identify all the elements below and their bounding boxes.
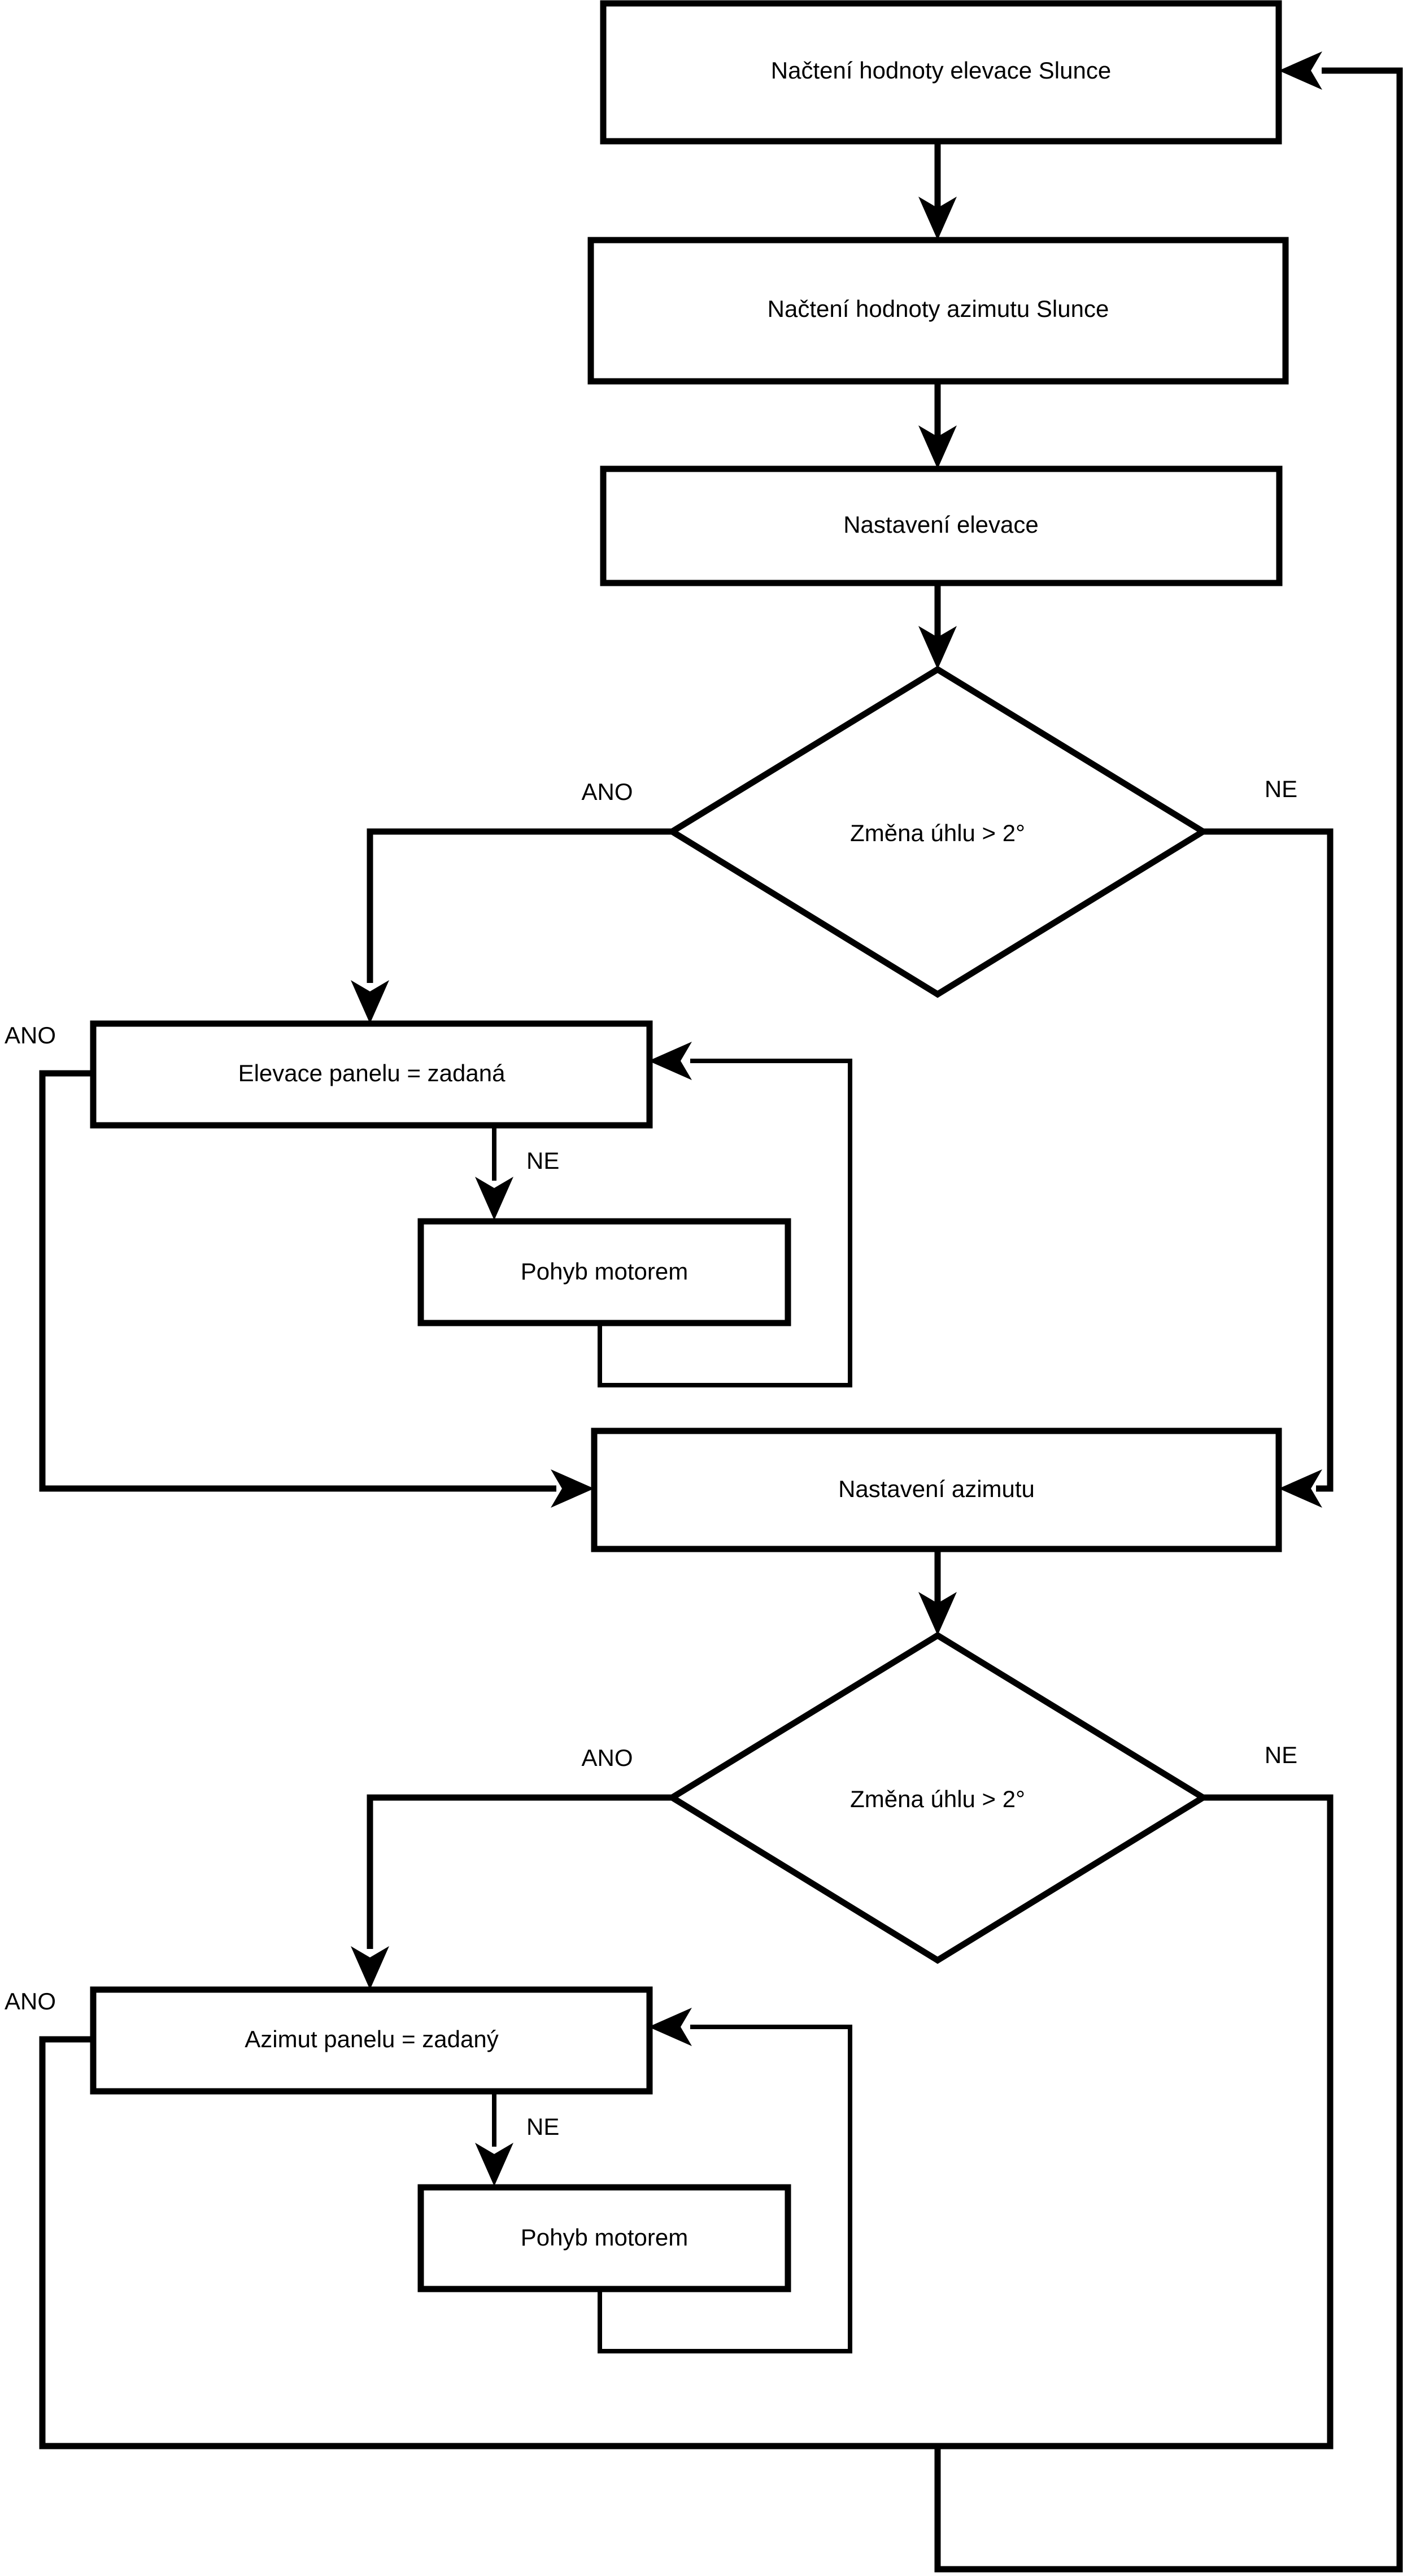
edge-decision-azimuth-yes-to-panel-azimuth <box>351 1794 672 1990</box>
edge-set-elevation-to-decision-elevation <box>918 583 957 669</box>
node-motor-move-elevation[interactable]: Pohyb motorem <box>417 1218 791 1326</box>
edge-label-panel-elevation-no: NE <box>526 1147 559 1174</box>
node-set-elevation[interactable]: Nastavení elevace <box>600 465 1283 586</box>
edge-bottom-return-rail-to-read-elevation <box>934 51 1403 2573</box>
edge-panel-azimuth-no-to-motor-azimuth <box>475 2091 513 2186</box>
node-panel-azimuth-equal-label: Azimut panelu = zadaný <box>245 2026 498 2052</box>
node-motor-move-azimuth-label: Pohyb motorem <box>521 2224 688 2251</box>
node-decision-azimuth-label: Změna úhlu > 2° <box>850 1786 1025 1812</box>
edge-label-decision-elevation-yes: ANO <box>581 778 633 805</box>
edge-panel-elevation-no-to-motor-elevation <box>475 1125 513 1220</box>
edge-read-azimuth-to-set-elevation <box>918 381 957 469</box>
edge-decision-elevation-yes-to-panel-elevation <box>351 828 672 1024</box>
node-set-elevation-label: Nastavení elevace <box>843 511 1039 538</box>
edge-motor-elevation-loopback <box>598 1042 852 1387</box>
edge-label-panel-azimuth-no: NE <box>526 2113 559 2140</box>
node-decision-elevation-label: Změna úhlu > 2° <box>850 820 1025 846</box>
node-set-azimuth[interactable]: Nastavení azimutu <box>591 1428 1282 1552</box>
edge-label-decision-azimuth-no: NE <box>1265 1742 1297 1768</box>
edge-label-panel-azimuth-yes: ANO <box>5 1988 56 2014</box>
edge-set-azimuth-to-decision-azimuth <box>918 1549 957 1635</box>
node-motor-move-elevation-label: Pohyb motorem <box>521 1258 688 1285</box>
node-read-azimuth-label: Načtení hodnoty azimutu Slunce <box>768 295 1109 322</box>
node-read-azimuth[interactable]: Načtení hodnoty azimutu Slunce <box>587 237 1289 385</box>
edge-label-decision-azimuth-yes: ANO <box>581 1744 633 1771</box>
node-set-azimuth-label: Nastavení azimutu <box>838 1476 1035 1502</box>
edge-read-elevation-to-read-azimuth <box>918 141 957 240</box>
edge-decision-elevation-no-to-set-azimuth <box>1203 828 1334 1508</box>
node-motor-move-azimuth[interactable]: Pohyb motorem <box>417 2184 791 2292</box>
node-decision-elevation[interactable]: Změna úhlu > 2° <box>666 665 1209 998</box>
node-panel-elevation-equal[interactable]: Elevace panelu = zadaná <box>90 1020 653 1129</box>
node-panel-elevation-equal-label: Elevace panelu = zadaná <box>238 1060 506 1086</box>
edge-motor-azimuth-loopback <box>598 2008 852 2353</box>
edge-panel-azimuth-yes-to-return-rail <box>39 2036 938 2449</box>
node-read-elevation[interactable]: Načtení hodnoty elevace Slunce <box>600 0 1282 145</box>
node-decision-azimuth[interactable]: Změna úhlu > 2° <box>666 1631 1209 1964</box>
node-read-elevation-label: Načtení hodnoty elevace Slunce <box>771 57 1111 84</box>
edge-label-decision-elevation-no: NE <box>1265 776 1297 802</box>
node-panel-azimuth-equal[interactable]: Azimut panelu = zadaný <box>90 1986 653 2095</box>
edge-label-panel-elevation-yes: ANO <box>5 1022 56 1048</box>
edge-panel-elevation-yes-to-set-azimuth <box>39 1070 594 1508</box>
